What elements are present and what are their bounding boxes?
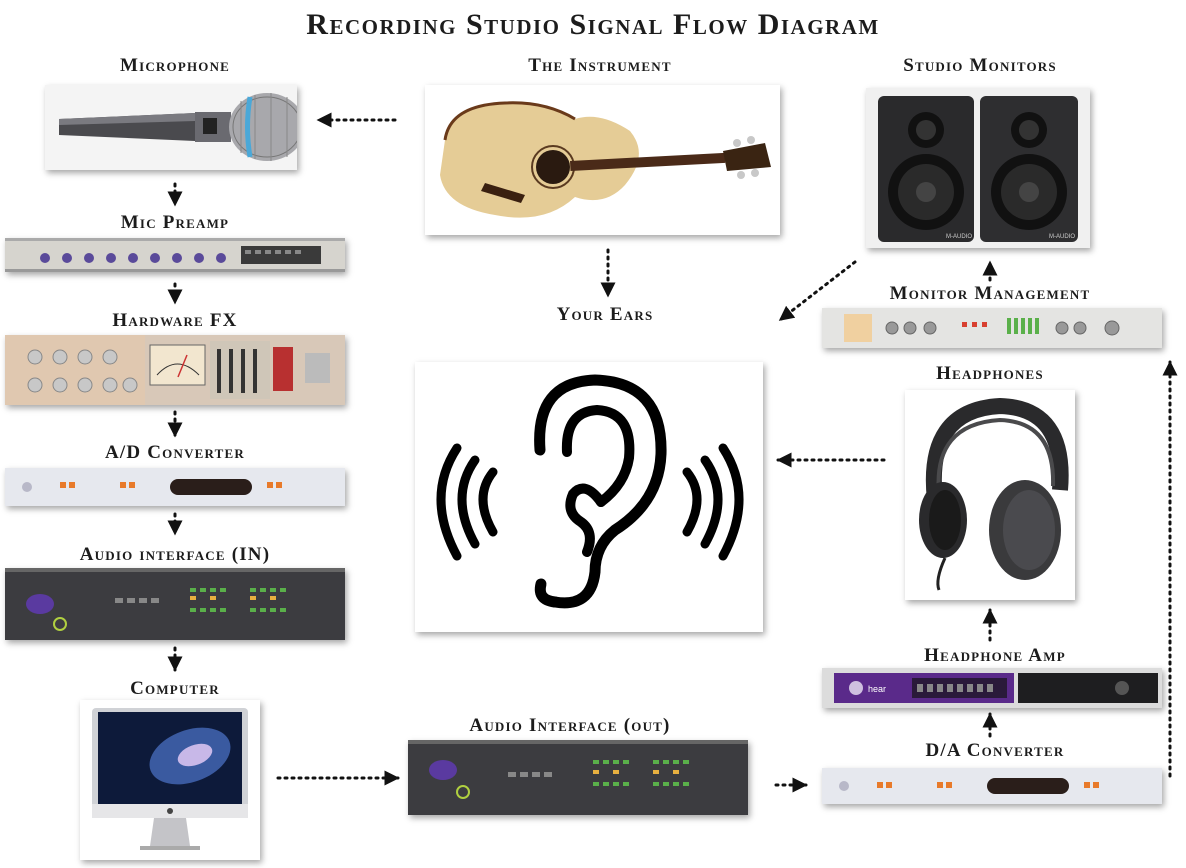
monitor-brand-left: M-AUDIO [946,234,972,240]
label-headphone-amp: Headphone Amp [924,645,1066,666]
headphones-image [905,390,1075,600]
label-da-converter: D/A Converter [925,740,1065,761]
headphone-amp-image: hear [822,668,1162,708]
label-your-ears: Your Ears [556,304,654,325]
monitor-management-image [822,308,1162,348]
guitar-image [425,85,780,235]
mic-preamp-image [5,238,345,272]
studio-monitors-image: M-AUDIO M-AUDIO [866,88,1090,248]
label-ad-converter: A/D Converter [104,442,245,463]
label-hardware-fx: Hardware FX [112,310,238,331]
headphone-amp-brand: hear [868,684,886,694]
monitor-brand-right: M-AUDIO [1049,234,1075,240]
diagram-title: Recording Studio Signal Flow Diagram [306,8,880,41]
ad-converter-image [5,468,345,506]
label-mic-preamp: Mic Preamp [120,212,230,233]
label-computer: Computer [130,678,220,699]
label-instrument: The Instrument [528,55,672,76]
hardware-fx-image [5,335,345,405]
label-audio-interface-in: Audio interface (IN) [79,544,271,565]
label-headphones: Headphones [936,363,1044,384]
label-audio-interface-out: Audio Interface (out) [469,715,671,736]
microphone-image [45,85,297,170]
label-studio-monitors: Studio Monitors [903,55,1057,76]
audio-interface-in-image [5,568,345,640]
ear-image [415,362,763,632]
da-converter-image [822,768,1162,804]
computer-image [80,700,260,860]
label-microphone: Microphone [119,55,231,76]
audio-interface-out-image [408,740,748,815]
label-monitor-management: Monitor Management [889,283,1091,304]
